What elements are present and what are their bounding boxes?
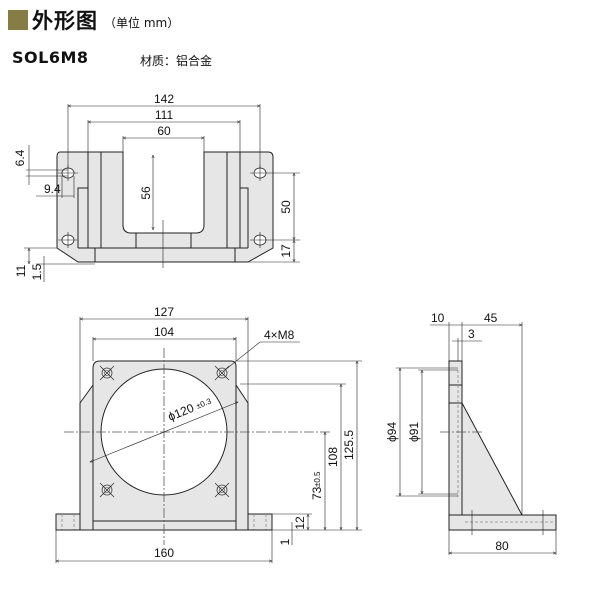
dim-1-5: 1.5	[30, 263, 44, 280]
dim-108: 108	[326, 447, 340, 467]
dim-11: 11	[14, 264, 28, 277]
top-view-body	[56, 151, 274, 263]
dim-1: 1	[278, 538, 292, 545]
dim-80: 80	[495, 539, 509, 553]
model-name: SOL6M8	[12, 48, 89, 67]
dim-phi91: ϕ91	[407, 422, 421, 442]
dim-127: 127	[154, 305, 174, 319]
section-title: 外形图	[32, 9, 98, 33]
dim-12: 12	[293, 516, 307, 530]
dim-60: 60	[157, 124, 171, 138]
thread-hole-icon	[99, 482, 115, 498]
dim-10: 10	[431, 311, 445, 325]
thread-hole-icon	[99, 365, 115, 381]
mount-hole-icon	[58, 232, 78, 248]
top-view: 142 111 60 56 6.4 9.4 50 17 11	[13, 92, 300, 282]
left-flange	[55, 513, 81, 531]
dim-50: 50	[279, 200, 293, 214]
side-vertical-plate	[448, 360, 463, 516]
dim-9-4: 9.4	[44, 182, 61, 196]
dim-73: 73 ±0.5	[310, 471, 324, 500]
dim-142: 142	[154, 92, 174, 106]
side-view: 10 45 3 ϕ94 ϕ91 80	[385, 311, 556, 555]
dim-56: 56	[139, 186, 153, 200]
front-view: ϕ120 ±0.3 127 104 4×M8 125.5 108 73 ±0.5	[56, 305, 362, 563]
dim-6-4: 6.4	[13, 149, 27, 166]
material-label: 材质：铝合金	[140, 54, 213, 68]
dim-111: 111	[155, 108, 174, 122]
dim-17: 17	[279, 244, 293, 258]
dim-phi94: ϕ94	[385, 422, 399, 442]
mount-hole-icon	[250, 232, 300, 248]
dim-3: 3	[468, 327, 475, 341]
section-header: 外形图 （单位 mm）	[8, 8, 180, 33]
side-base-plate	[448, 514, 557, 531]
dim-45: 45	[484, 311, 498, 325]
dim-160: 160	[154, 546, 174, 560]
section-marker-icon	[8, 10, 28, 30]
thread-callout: 4×M8	[264, 328, 295, 342]
right-flange	[247, 513, 273, 531]
thread-hole-icon	[214, 482, 230, 498]
dim-104: 104	[154, 325, 174, 339]
top-view-base	[94, 247, 236, 263]
svg-text:±0.5: ±0.5	[313, 471, 322, 487]
dim-125-5: 125.5	[342, 430, 356, 460]
unit-label: （单位 mm）	[104, 15, 180, 30]
svg-text:73: 73	[310, 486, 324, 500]
thread-hole-icon	[214, 365, 230, 381]
